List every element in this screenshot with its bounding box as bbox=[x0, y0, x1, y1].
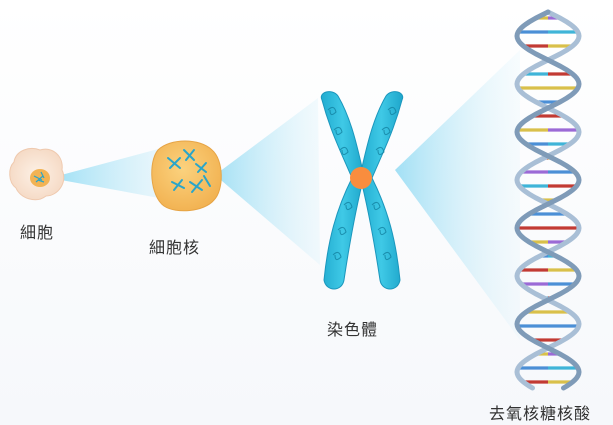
dna-helix-icon bbox=[514, 9, 582, 391]
cell-label: 細胞 bbox=[20, 223, 55, 242]
chromosome-label: 染色體 bbox=[327, 320, 379, 339]
nucleus-icon bbox=[151, 140, 222, 212]
nucleus-label: 細胞核 bbox=[149, 238, 201, 257]
zoom-beam-cell-to-nucleus bbox=[50, 148, 170, 200]
zoom-beam-nucleus-to-chromosome bbox=[215, 98, 320, 265]
dna-label: 去氧核糖核酸 bbox=[489, 404, 592, 423]
dna-backbone-strand bbox=[514, 9, 582, 391]
chromosome-icon bbox=[320, 91, 404, 290]
cell-icon bbox=[9, 148, 65, 201]
dna-backbone-strand bbox=[514, 9, 582, 391]
centromere bbox=[350, 167, 372, 189]
zoom-beam-chromosome-to-dna bbox=[395, 50, 520, 340]
